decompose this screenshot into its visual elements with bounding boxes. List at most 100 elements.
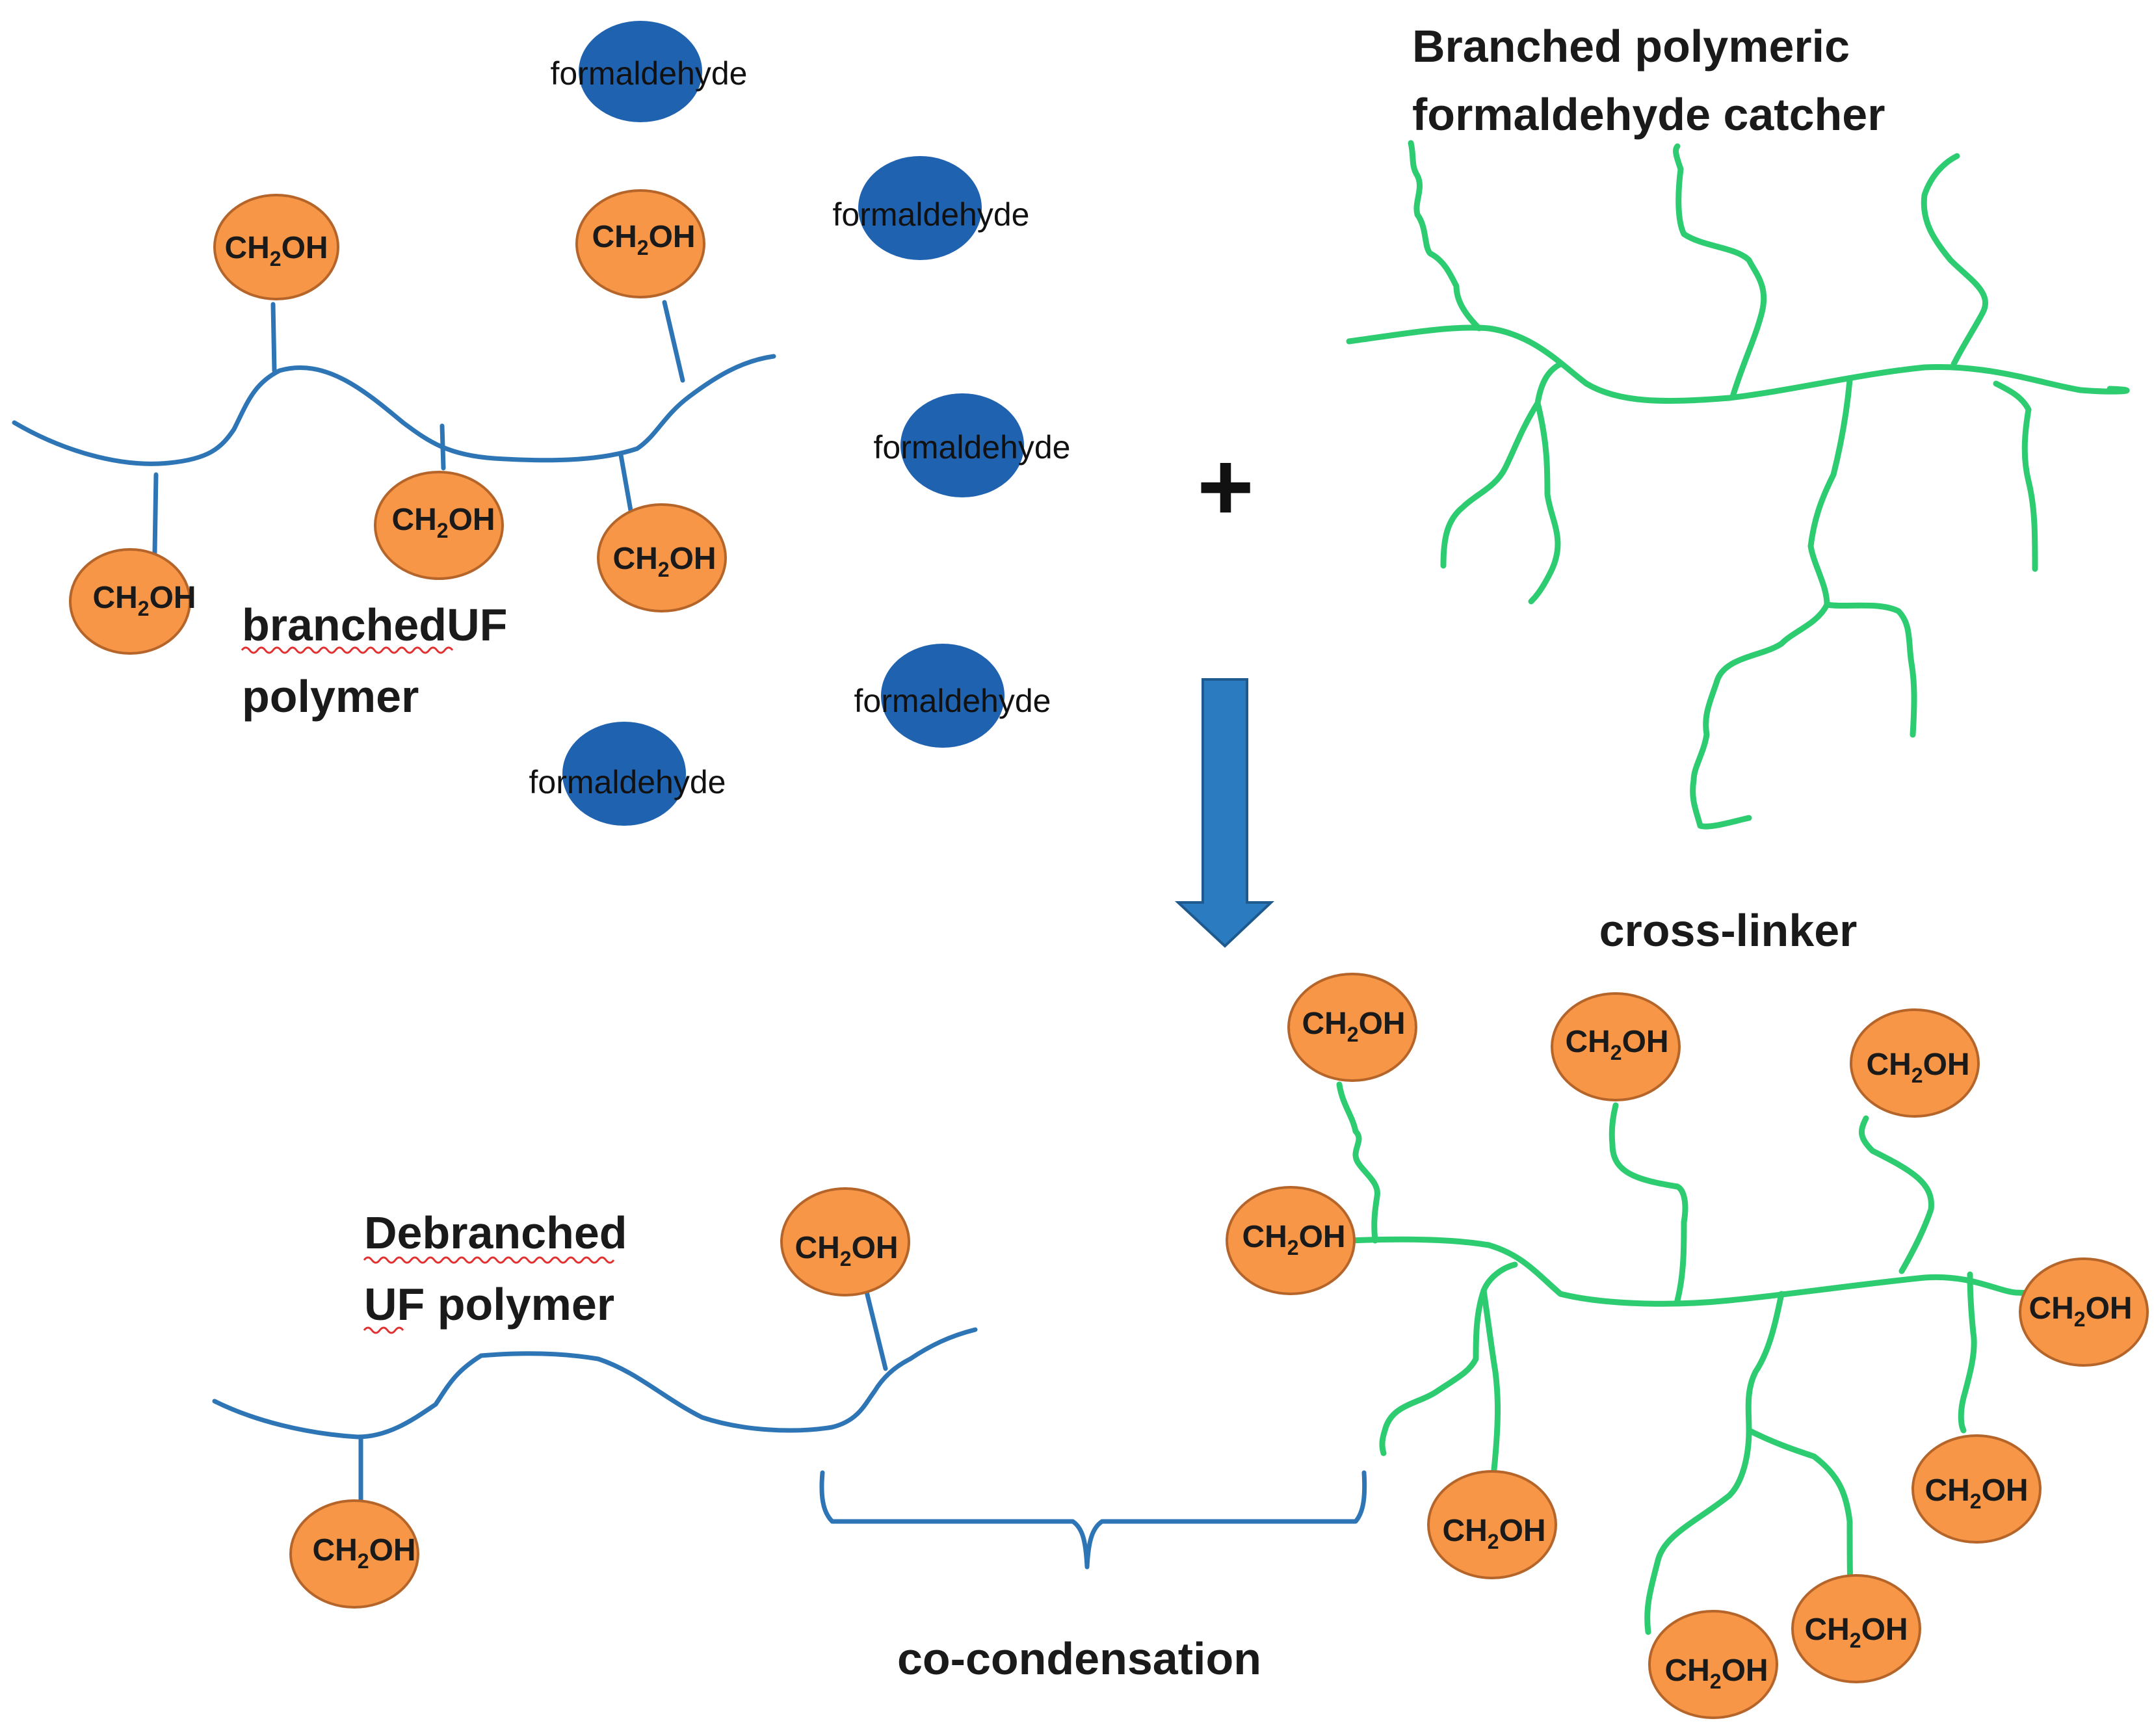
- formaldehyde-ball: [858, 156, 982, 260]
- catcher-branch: [1673, 143, 1767, 400]
- ch2oh-label: CH2OH: [795, 1231, 898, 1270]
- ch2oh-label: CH2OH: [312, 1533, 415, 1573]
- cross-linker-network: [1336, 1081, 2094, 1635]
- formaldehyde-label: formaldehyde: [529, 764, 726, 800]
- ch2oh-ball: CH2OH: [1911, 1434, 2042, 1544]
- debranched-uf-polymer: [212, 1282, 978, 1511]
- ch2oh-ball: CH2OH: [1648, 1610, 1778, 1719]
- formaldehyde-label: formaldehyde: [551, 55, 748, 92]
- debranched-backbone: [212, 1327, 978, 1440]
- ch2oh-groups-debranched: CH2OH CH2OH: [289, 1187, 910, 1609]
- co-condensation-label: co-condensation: [897, 1633, 1261, 1684]
- ch2oh-label: CH2OH: [1866, 1047, 1969, 1087]
- ch2oh-ball: CH2OH: [1226, 1186, 1356, 1295]
- ch2oh-ball-shape: [2019, 1257, 2149, 1367]
- plus-sign: +: [1197, 432, 1254, 541]
- catcher-label-line2: formaldehyde catcher: [1412, 89, 1885, 140]
- ch2oh-label: CH2OH: [2029, 1291, 2132, 1331]
- uf-branch: [152, 472, 159, 555]
- uf-branch: [662, 300, 685, 383]
- ch2oh-label: CH2OH: [1664, 1653, 1768, 1693]
- ch2oh-groups-crosslinker: CH2OH CH2OH CH2OH CH2OH CH2OH CH2OH CH2O…: [1226, 973, 2149, 1719]
- ch2oh-ball: CH2OH: [1551, 992, 1681, 1101]
- ch2oh-ball: CH2OH: [1791, 1574, 1921, 1683]
- ch2oh-ball: CH2OH: [597, 503, 727, 612]
- formaldehyde-molecule: formaldehyde: [874, 393, 1071, 497]
- ch2oh-label: CH2OH: [1442, 1514, 1545, 1553]
- ch2oh-label: CH2OH: [612, 542, 716, 581]
- uf-branch: [270, 302, 277, 373]
- cross-linker-label: cross-linker: [1599, 905, 1858, 956]
- ch2oh-label: CH2OH: [1302, 1006, 1405, 1046]
- formaldehyde-label: formaldehyde: [833, 196, 1030, 233]
- formaldehyde-ball: [900, 393, 1024, 497]
- uf-backbone: [12, 354, 776, 466]
- ch2oh-ball-shape: [575, 189, 705, 298]
- ch2oh-label: CH2OH: [92, 581, 196, 620]
- ch2oh-ball: CH2OH: [780, 1187, 910, 1296]
- ch2oh-ball-shape: [1791, 1574, 1921, 1683]
- ch2oh-ball: CH2OH: [213, 194, 339, 300]
- ch2oh-label: CH2OH: [1242, 1220, 1345, 1259]
- crosslinker-branch: [1480, 1287, 1501, 1473]
- spellcheck-underline: [363, 1256, 615, 1264]
- crosslinker-branch: [1958, 1271, 1977, 1434]
- ch2oh-ball-shape: [1648, 1610, 1778, 1719]
- branched-uf-polymer: [12, 300, 776, 555]
- catcher-branch: [1408, 140, 1482, 332]
- ch2oh-label: CH2OH: [592, 220, 695, 259]
- crosslinker-branch: [1746, 1427, 1855, 1609]
- down-arrow-icon: [1174, 678, 1275, 948]
- ch2oh-ball-shape: [289, 1499, 419, 1609]
- crosslinker-branch: [1336, 1081, 1380, 1244]
- catcher-branch: [1690, 377, 1853, 830]
- catcher-label-line1: Branched polymeric: [1412, 21, 1850, 72]
- ch2oh-ball: CH2OH: [289, 1499, 419, 1609]
- crosslinker-branch: [1644, 1291, 1785, 1635]
- formaldehyde-ball: [579, 21, 702, 122]
- catcher-branch: [1528, 400, 1561, 605]
- ch2oh-ball: CH2OH: [2019, 1257, 2149, 1367]
- ch2oh-label: CH2OH: [391, 503, 495, 542]
- ch2oh-ball-shape: [1850, 1008, 1980, 1118]
- ch2oh-ball-shape: [1911, 1434, 2042, 1544]
- catcher-branch: [1440, 361, 1564, 569]
- crosslinker-backbone: [1346, 1236, 2094, 1307]
- catcher-branch: [1824, 601, 1917, 738]
- ch2oh-ball-shape: [1551, 992, 1681, 1101]
- crosslinker-branch: [1859, 1115, 1934, 1274]
- branched-uf-label-line2: polymer: [242, 671, 419, 722]
- ch2oh-label: CH2OH: [1804, 1612, 1908, 1652]
- formaldehyde-molecule: formaldehyde: [833, 156, 1030, 260]
- ch2oh-ball-shape: [597, 503, 727, 612]
- ch2oh-ball: CH2OH: [1850, 1008, 1980, 1118]
- formaldehyde-molecules: formaldehyde formaldehyde formaldehyde f…: [529, 21, 1071, 826]
- ch2oh-label: CH2OH: [1565, 1025, 1668, 1064]
- branched-uf-label: branchedUF: [242, 599, 507, 650]
- formaldehyde-ball: [881, 644, 1005, 748]
- uf-branch: [618, 453, 633, 513]
- ch2oh-ball-shape: [374, 471, 504, 580]
- formaldehyde-ball: [562, 722, 686, 826]
- ch2oh-ball-shape: [1226, 1186, 1356, 1295]
- catcher-branch: [1993, 380, 2038, 572]
- ch2oh-ball-shape: [780, 1187, 910, 1296]
- debranched-label-line2: UF polymer: [364, 1279, 614, 1330]
- formaldehyde-catcher: [1346, 140, 2130, 830]
- ch2oh-ball: CH2OH: [1427, 1470, 1557, 1579]
- co-condensation-brace: [819, 1470, 1367, 1570]
- formaldehyde-label: formaldehyde: [874, 429, 1071, 466]
- catcher-backbone: [1346, 324, 2130, 404]
- ch2oh-ball: CH2OH: [1287, 973, 1417, 1082]
- ch2oh-ball: CH2OH: [374, 471, 504, 580]
- formaldehyde-molecule: formaldehyde: [529, 722, 726, 826]
- crosslinker-branch: [1609, 1102, 1688, 1304]
- uf-branch: [440, 423, 446, 471]
- ch2oh-ball: CH2OH: [69, 548, 196, 655]
- ch2oh-ball-shape: [1427, 1470, 1557, 1579]
- formaldehyde-molecule: formaldehyde: [551, 21, 748, 122]
- ch2oh-ball: CH2OH: [575, 189, 705, 298]
- formaldehyde-molecule: formaldehyde: [854, 644, 1051, 748]
- spellcheck-underline: [241, 646, 454, 654]
